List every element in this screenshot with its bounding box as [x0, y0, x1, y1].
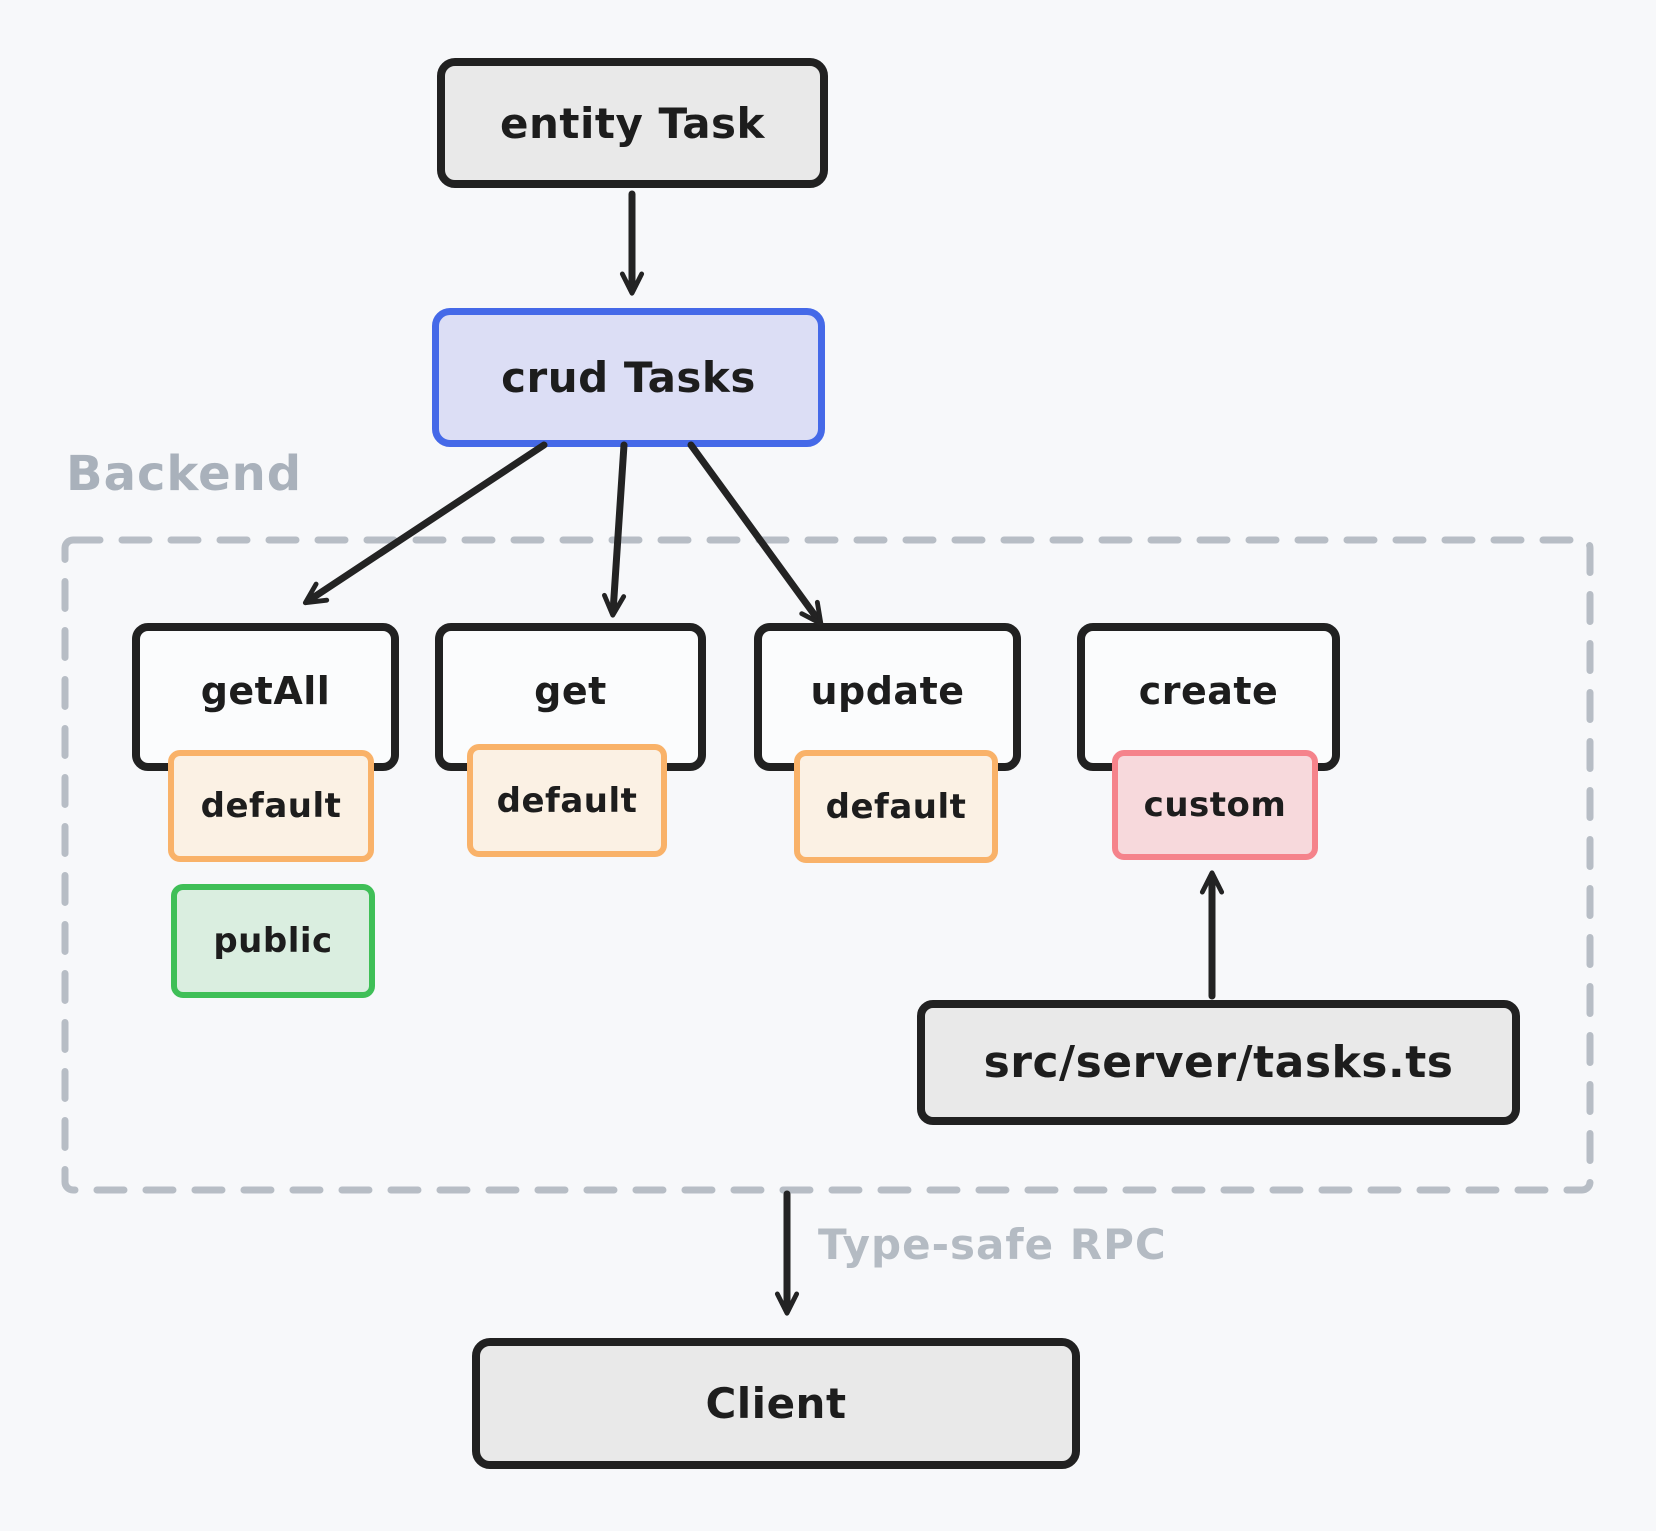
- node-client: Client: [472, 1338, 1080, 1469]
- tag-default-update: default: [794, 750, 998, 863]
- node-update-label: update: [810, 669, 965, 713]
- node-entity-task: entity Task: [437, 58, 828, 188]
- rpc-edge-label: Type-safe RPC: [818, 1220, 1167, 1269]
- node-entity-task-label: entity Task: [500, 98, 765, 148]
- tag-public-getall-label: public: [213, 921, 333, 961]
- arrow-crud-to-get: [602, 441, 628, 618]
- tag-custom-create: custom: [1112, 750, 1318, 860]
- arrow-crud-to-update: [687, 441, 824, 627]
- node-crud-tasks-label: crud Tasks: [501, 353, 756, 402]
- node-tasks-file-label: src/server/tasks.ts: [983, 1037, 1454, 1088]
- node-create-label: create: [1138, 669, 1279, 713]
- tag-default-getall-label: default: [200, 786, 342, 826]
- node-crud-tasks: crud Tasks: [432, 308, 825, 447]
- tag-custom-create-label: custom: [1143, 785, 1287, 825]
- arrow-crud-to-getall: [302, 441, 548, 606]
- node-get-label: get: [534, 669, 607, 713]
- backend-zone-label: Backend: [66, 446, 303, 502]
- tag-default-get-label: default: [496, 780, 638, 821]
- node-client-label: Client: [705, 1379, 847, 1428]
- tag-default-get: default: [467, 744, 667, 857]
- node-getall-label: getAll: [200, 669, 331, 713]
- node-create: create: [1077, 623, 1340, 771]
- node-tasks-file: src/server/tasks.ts: [917, 1000, 1520, 1125]
- tag-public-getall: public: [171, 884, 375, 998]
- node-getall: getAll: [132, 623, 399, 771]
- tag-default-getall: default: [168, 750, 374, 862]
- tag-default-update-label: default: [825, 786, 967, 827]
- node-update: update: [754, 623, 1021, 771]
